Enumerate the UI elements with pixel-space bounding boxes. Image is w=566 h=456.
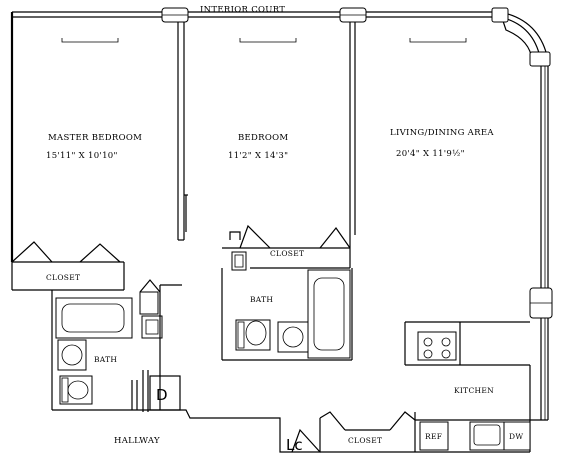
d-marker-box [142,370,181,412]
master-bath [51,279,182,411]
bedroom-closet [222,224,351,271]
label-bedroom-closet: CLOSET [270,249,304,258]
label-dw: DW [509,432,523,441]
label-bedroom-bath: BATH [250,295,273,304]
wall-piers [161,7,553,319]
label-hall-closet: CLOSET [348,436,382,445]
hallway-walls [160,409,416,453]
label-kitchen: KITCHEN [454,386,494,395]
label-interior-court: INTERIOR COURT [200,5,285,15]
label-master-bedroom: MASTER BEDROOM [48,133,142,143]
label-bedroom-dims: 11'2" X 14'3" [228,151,288,161]
label-living-dining-dims: 20'4" X 11'9½" [396,148,465,159]
master-closet [11,241,125,291]
label-master-closet: CLOSET [46,273,80,282]
bedroom-bath [221,268,353,361]
label-ref: REF [425,432,442,441]
kitchen [404,321,531,453]
wall-bedroom-living-divider [349,22,356,268]
exterior-wall-right [530,60,549,421]
label-bedroom: BEDROOM [238,133,288,143]
window-markers [61,38,467,43]
label-lc-mark: Lc [286,436,303,454]
label-living-dining: LIVING/DINING AREA [390,128,494,138]
wall-master-bedroom-divider [177,22,188,241]
exterior-wall-top [12,11,500,18]
label-d-mark: D [156,386,168,404]
label-master-bath: BATH [94,355,117,364]
label-master-bedroom-dims: 15'11" X 10'10" [46,151,118,161]
label-hallway: HALLWAY [114,436,160,446]
